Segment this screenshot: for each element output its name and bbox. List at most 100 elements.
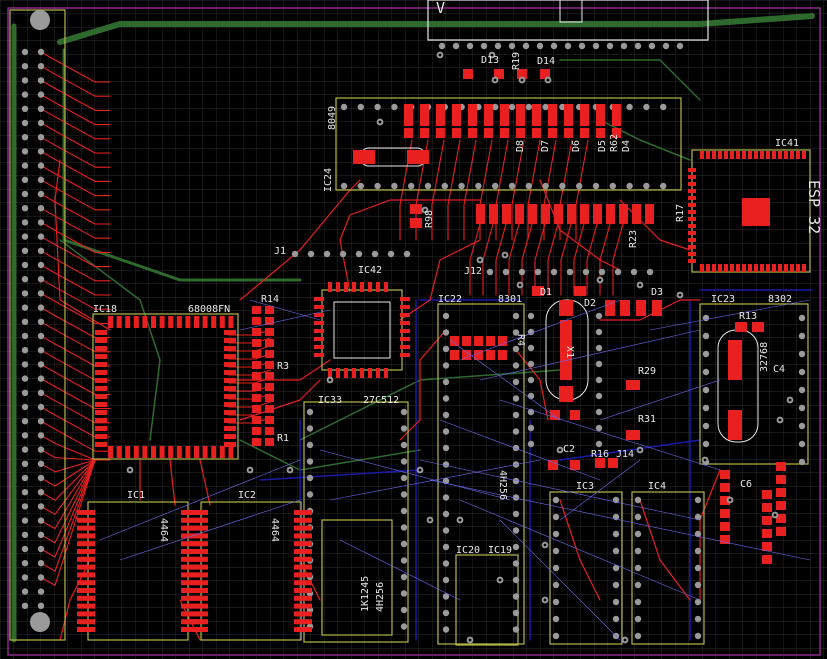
smd-pad <box>796 264 800 272</box>
smd-pad <box>748 151 752 159</box>
dip-pin <box>458 182 465 190</box>
connector-pin <box>37 403 45 411</box>
dip-pin <box>442 329 450 336</box>
dip-pin <box>512 411 520 419</box>
smd-pad <box>219 446 225 458</box>
smd-pad <box>776 527 786 536</box>
connector-pin <box>21 503 29 510</box>
smd-pad <box>468 104 477 126</box>
smd-pad <box>314 337 324 341</box>
connector-pin <box>37 474 45 482</box>
dip-pin <box>512 312 520 320</box>
smd-pad <box>790 264 794 272</box>
smd-pad <box>190 588 208 593</box>
header-pin <box>564 42 572 50</box>
via-hole <box>520 78 524 82</box>
smd-pad <box>748 264 752 272</box>
dip-pin <box>612 615 620 623</box>
via-hole <box>788 398 792 402</box>
dip-pin <box>643 182 650 190</box>
smd-pad <box>202 316 208 328</box>
connector-pin <box>21 361 29 368</box>
label-r17: R17 <box>675 203 686 222</box>
connector-pin <box>37 62 45 70</box>
label-ic33: IC33 <box>318 395 343 406</box>
smd-pad <box>608 458 618 468</box>
smd-pad <box>211 446 217 458</box>
smd-pad <box>190 517 208 523</box>
smd-pad <box>462 336 471 346</box>
smd-pad <box>570 410 580 420</box>
dip-pin <box>442 626 450 633</box>
dip-pin <box>306 491 314 498</box>
smd-pad <box>712 264 716 272</box>
smd-pad <box>252 438 261 446</box>
via-hole <box>288 468 292 472</box>
bus-trace <box>40 79 111 111</box>
connector-pin <box>37 48 45 56</box>
label-buffer-part: 1K1245 <box>360 575 371 612</box>
smd-pad <box>404 128 413 138</box>
label-8301: 8301 <box>498 294 523 305</box>
ratsnest-line <box>459 499 701 601</box>
dip-pin <box>592 182 600 190</box>
dip-pin <box>512 362 520 369</box>
dip-pin <box>527 312 535 320</box>
smd-pad <box>224 386 236 391</box>
dip-pin <box>595 344 603 352</box>
label-r14: R14 <box>261 294 280 305</box>
smd-pad <box>336 368 340 378</box>
smd-pad <box>265 438 274 446</box>
ratsnest-line <box>119 499 301 561</box>
smd-pad <box>77 595 95 601</box>
header-pin <box>676 42 684 50</box>
dip-pin <box>442 609 450 617</box>
label-d5: D5 <box>597 139 608 152</box>
label-ic1: IC1 <box>127 490 146 501</box>
smd-pad <box>494 69 504 79</box>
smd-pad <box>224 410 236 415</box>
smd-pad <box>776 514 786 523</box>
connector-pin <box>37 560 45 567</box>
dip-pin <box>374 182 381 190</box>
dip-pin <box>595 424 603 432</box>
connector-pin <box>37 190 45 198</box>
via-hole <box>623 638 627 642</box>
dip-pin <box>424 182 432 190</box>
smd-pad <box>125 316 131 328</box>
via-hole <box>468 638 472 642</box>
smd-pad <box>294 549 312 554</box>
label-68008fn: 68008FN <box>188 304 231 315</box>
smd-pad <box>265 394 274 402</box>
smd-pad <box>265 317 274 325</box>
label-ic3: IC3 <box>576 481 595 492</box>
smd-pad <box>151 446 156 458</box>
smd-pad <box>532 104 541 126</box>
smd-pad <box>688 182 696 186</box>
smd-pad <box>95 410 107 415</box>
dip-pin <box>512 609 520 617</box>
smd-pad <box>252 317 261 325</box>
smd-pad <box>724 151 728 159</box>
smd-pad <box>754 151 758 159</box>
smd-pad <box>502 204 511 224</box>
connector-pin <box>21 432 29 439</box>
smd-pad <box>532 128 541 138</box>
smd-pad <box>606 204 615 224</box>
ratsnest-line <box>239 309 331 331</box>
connector-pin <box>37 347 45 354</box>
connector-pin <box>37 418 45 425</box>
dip-pin <box>634 530 642 538</box>
trace <box>599 119 691 161</box>
header-pin <box>466 42 474 50</box>
dip-pin <box>798 314 806 322</box>
dip-pin <box>512 576 520 584</box>
header-pin <box>550 42 558 50</box>
smd-pad <box>159 446 165 458</box>
bus-trace <box>40 250 111 282</box>
smd-pad <box>462 350 471 360</box>
smd-pad <box>314 321 324 325</box>
dip-pin <box>595 376 603 384</box>
smd-pad <box>252 394 261 402</box>
smd-pad <box>77 556 95 562</box>
